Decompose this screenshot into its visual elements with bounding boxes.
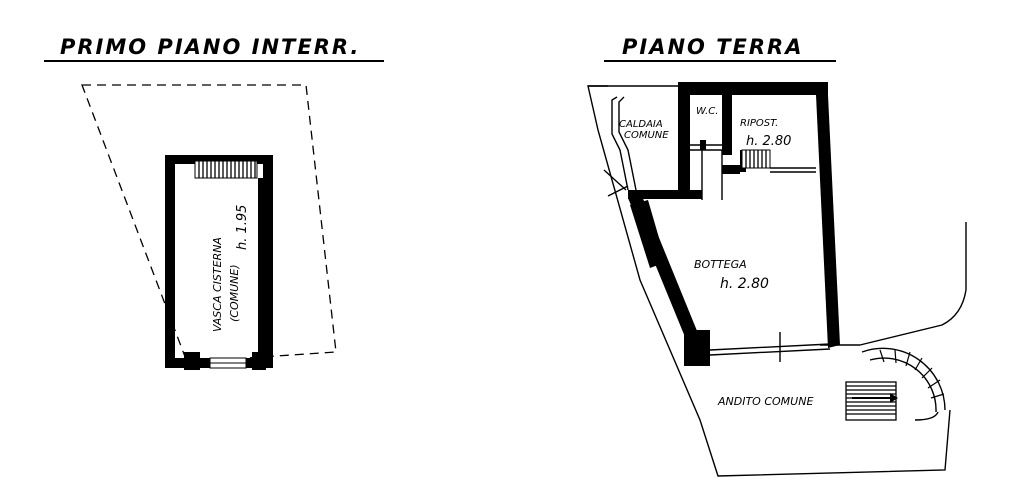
bottega-front-door: [709, 332, 831, 362]
straight-stair-icon: [845, 381, 898, 421]
caldaia-room-outline: [603, 96, 637, 197]
ground-plan-title: PIANO TERRA: [622, 35, 803, 59]
ground-plan: PIANO TERRA: [587, 35, 967, 477]
ground-walls: [628, 82, 840, 366]
basement-plan-title: PRIMO PIANO INTERR.: [60, 35, 360, 59]
caldaia-label-line2: COMUNE: [624, 130, 669, 141]
basement-lot-outline: [81, 84, 337, 363]
cistern-note-label: (COMUNE): [228, 264, 241, 322]
bottega-height-label: h. 2.80: [720, 276, 769, 292]
andito-label: ANDITO COMUNE: [717, 395, 813, 408]
bottega-window-lines: [661, 259, 697, 337]
cistern-name-label: VASCA CISTERNA: [211, 237, 224, 332]
spiral-stair-icon: [861, 347, 946, 421]
bottega-label: BOTTEGA: [694, 258, 747, 271]
basement-plan: PRIMO PIANO INTERR.: [44, 35, 384, 370]
ripost-height-label: h. 2.80: [746, 134, 791, 149]
cistern-height-label: h. 1.95: [235, 205, 250, 250]
wc-door: [690, 144, 730, 200]
basement-stair-icon: [194, 160, 258, 179]
ripost-stair-icon: [741, 149, 816, 173]
ripost-label: RIPOST.: [740, 118, 778, 129]
caldaia-label-line1: CALDAIA: [619, 119, 663, 130]
wc-label: W.C.: [696, 106, 718, 117]
